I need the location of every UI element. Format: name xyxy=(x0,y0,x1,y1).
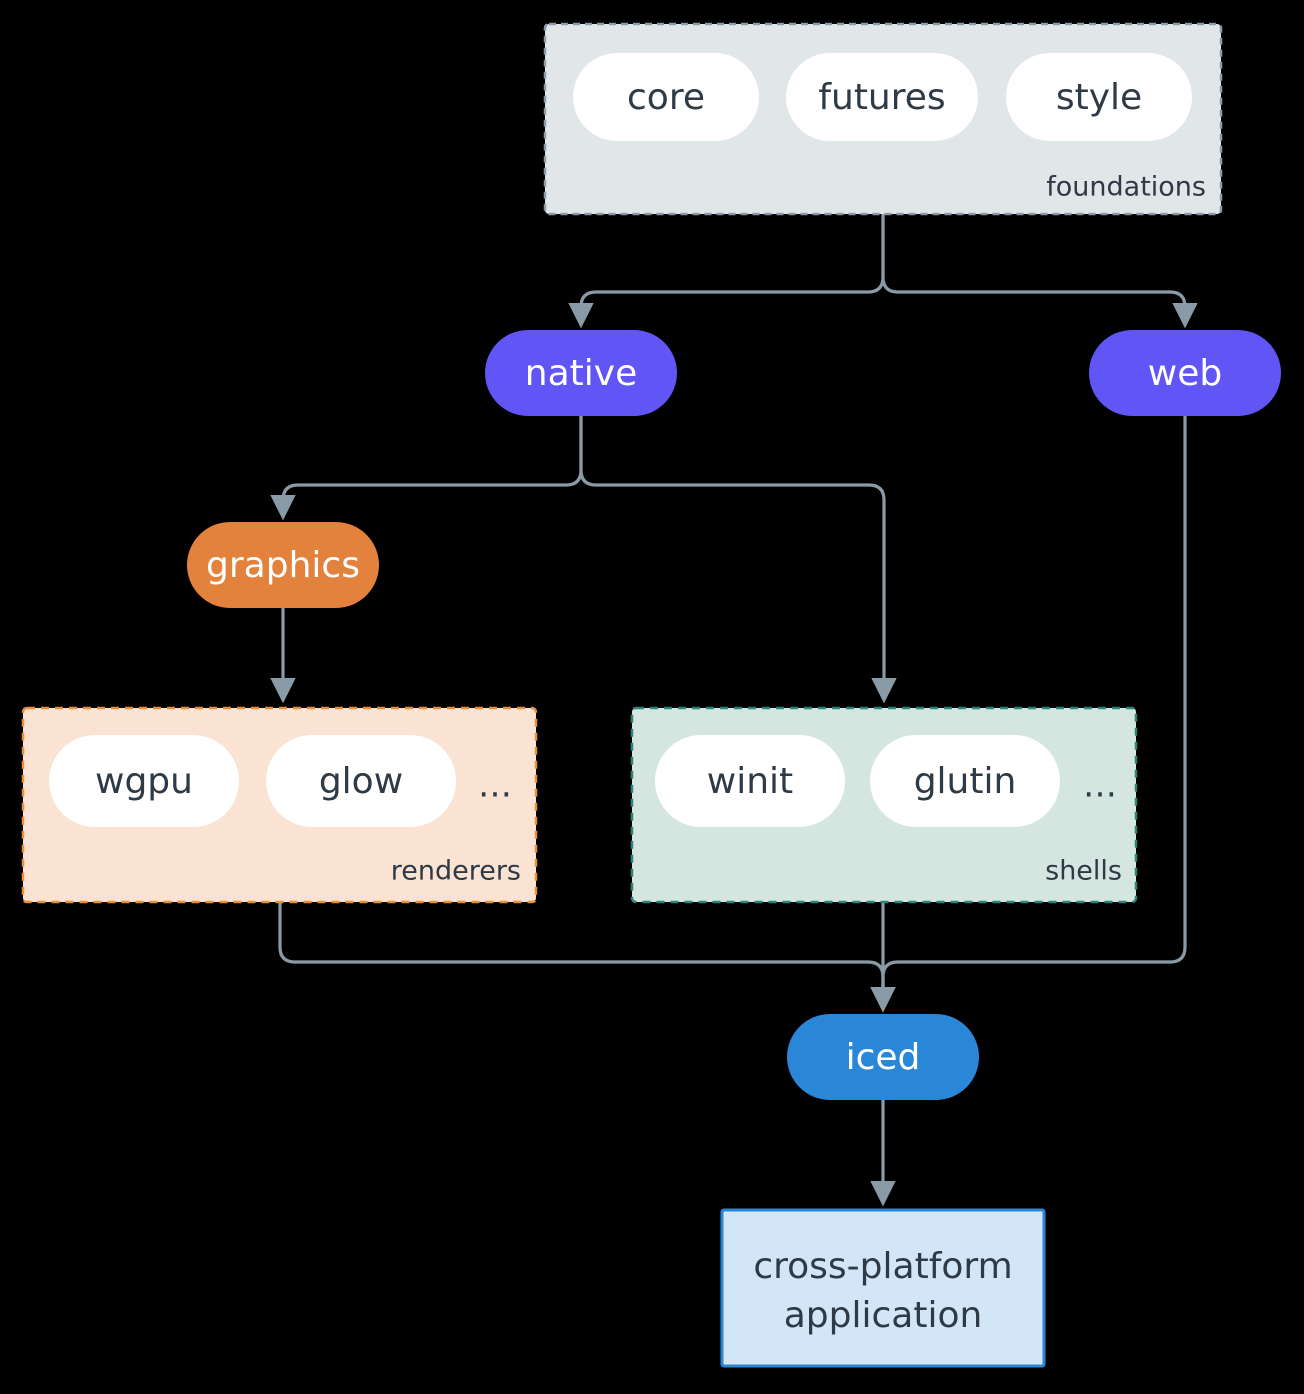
node-application[interactable]: cross-platform application xyxy=(720,1208,1046,1368)
member-core[interactable]: core xyxy=(573,53,759,141)
member-glutin[interactable]: glutin xyxy=(870,735,1060,827)
node-graphics-shape[interactable] xyxy=(187,522,379,608)
member-futures-label: futures xyxy=(818,77,945,118)
member-glow[interactable]: glow xyxy=(266,735,456,827)
member-wgpu-shape[interactable] xyxy=(49,735,239,827)
node-native[interactable]: native xyxy=(485,330,677,416)
edge-foundations-to-web xyxy=(881,212,1198,329)
member-style-shape[interactable] xyxy=(1006,53,1192,141)
member-core-shape[interactable] xyxy=(573,53,759,141)
cluster-renderers: wgpu glow … renderers xyxy=(21,706,538,904)
renderers-ellipsis: … xyxy=(478,766,512,806)
member-core-label: core xyxy=(627,77,705,118)
edge-web-to-iced xyxy=(870,414,1187,1013)
cluster-foundations-title: foundations xyxy=(1046,172,1206,203)
member-style[interactable]: style xyxy=(1006,53,1192,141)
node-web-shape[interactable] xyxy=(1089,330,1281,416)
node-iced-shape[interactable] xyxy=(787,1014,979,1100)
node-web-label: web xyxy=(1148,353,1222,394)
cluster-foundations: core futures style foundations xyxy=(543,22,1223,216)
member-glutin-label: glutin xyxy=(914,761,1017,802)
member-style-label: style xyxy=(1056,77,1142,118)
member-glutin-shape[interactable] xyxy=(870,735,1060,827)
node-web[interactable]: web xyxy=(1089,330,1281,416)
member-glow-label: glow xyxy=(319,761,403,802)
member-futures[interactable]: futures xyxy=(786,53,978,141)
node-native-shape[interactable] xyxy=(485,330,677,416)
node-application-shape[interactable] xyxy=(720,1208,1046,1368)
member-glow-shape[interactable] xyxy=(266,735,456,827)
cluster-renderers-title: renderers xyxy=(391,856,521,887)
node-application-label-line2: application xyxy=(784,1295,983,1336)
cluster-shells: winit glutin … shells xyxy=(630,706,1138,904)
member-wgpu[interactable]: wgpu xyxy=(49,735,239,827)
member-winit-shape[interactable] xyxy=(655,735,845,827)
node-graphics[interactable]: graphics xyxy=(187,522,379,608)
member-wgpu-label: wgpu xyxy=(95,761,193,802)
node-application-label-line1: cross-platform xyxy=(753,1246,1012,1287)
shells-ellipsis: … xyxy=(1083,766,1117,806)
member-futures-shape[interactable] xyxy=(786,53,978,141)
member-winit-label: winit xyxy=(707,761,793,802)
cluster-shells-title: shells xyxy=(1045,856,1122,887)
node-iced-label: iced xyxy=(846,1037,921,1078)
member-winit[interactable]: winit xyxy=(655,735,845,827)
edge-native-to-shells xyxy=(579,414,897,704)
node-native-label: native xyxy=(525,353,637,394)
node-iced[interactable]: iced xyxy=(787,1014,979,1100)
node-graphics-label: graphics xyxy=(206,545,360,586)
